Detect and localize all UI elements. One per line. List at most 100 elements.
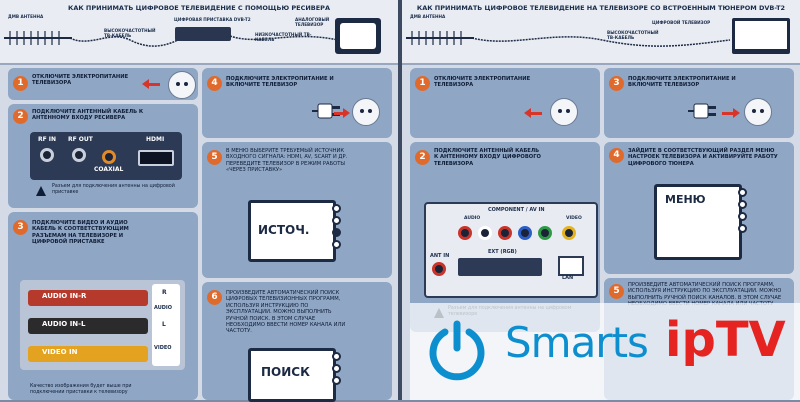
step-number: 2 (415, 150, 430, 165)
jack-white (478, 226, 492, 240)
ant-in-label: ANT IN (430, 253, 450, 259)
menu-screen-label: МЕНЮ (665, 193, 706, 206)
left-step6-card: 6 ПРОИЗВЕДИТЕ АВТОМАТИЧЕСКИЙ ПОИСК ЦИФРО… (202, 282, 392, 402)
r-label: R (162, 289, 167, 296)
menu-dot (332, 228, 341, 237)
arrow-icon (334, 112, 344, 115)
video-label: VIDEO (566, 216, 582, 221)
watermark-brand: Smarts (505, 318, 649, 367)
menu-dot (332, 216, 341, 225)
step-number: 4 (609, 148, 624, 163)
lf-cable (230, 35, 339, 41)
ant-in-jack (432, 262, 446, 276)
arrow-up-icon (36, 186, 46, 196)
lan-label: LAN (562, 275, 574, 281)
step-text: ОТКЛЮЧИТЕ ЭЛЕКТРОПИТАНИЕ ТЕЛЕВИЗОРА (434, 76, 531, 89)
menu-dot (738, 188, 747, 197)
scart-port (458, 258, 542, 276)
hdmi-label: HDMI (146, 136, 165, 143)
video-label: VIDEO IN (42, 348, 78, 356)
audio-l-label: AUDIO IN-L (42, 320, 86, 328)
power-icon (429, 320, 485, 381)
hf-cable-label: ВЫСОКОЧАСТОТНЫЙ ТВ-КАБЕЛЬ (607, 30, 659, 40)
step3-note: Качество изображения будет выше при подк… (30, 384, 132, 396)
audio-r-label: AUDIO IN-R (42, 292, 87, 300)
receiver-label: ЦИФРОВАЯ ПРИСТАВКА DVB-T2 (174, 17, 251, 22)
audio-l-cable (28, 318, 148, 334)
right-header-title: КАК ПРИНИМАТЬ ЦИФРОВОЕ ТЕЛЕВИДЕНИЕ НА ТЕ… (416, 4, 786, 12)
arrow-icon (722, 112, 734, 115)
menu-dot (332, 240, 341, 249)
step-number: 6 (207, 290, 222, 305)
step-number: 5 (207, 150, 222, 165)
hf-cable-label: ВЫСОКОЧАСТОТНЫЙ ТВ-КАБЕЛЬ (104, 28, 156, 38)
rf-in-label: RF IN (38, 136, 57, 143)
step-text: В МЕНЮ ВЫБЕРИТЕ ТРЕБУЕМЫЙ ИСТОЧНИК ВХОДН… (226, 148, 348, 174)
step-number: 4 (207, 76, 222, 91)
menu-dot (738, 212, 747, 221)
step-number: 1 (415, 76, 430, 91)
left-step2-card: 2 ПОДКЛЮЧИТЕ АНТЕННЫЙ КАБЕЛЬ К АНТЕННОМУ… (8, 104, 198, 208)
antenna-label: ДМВ АНТЕННА (8, 14, 44, 19)
antenna-label: ДМВ АНТЕННА (410, 14, 446, 19)
menu-dot (738, 200, 747, 209)
left-step1-card: 1 ОТКЛЮЧИТЕ ЭЛЕКТРОПИТАНИЕ ТЕЛЕВИЗОРА (8, 68, 198, 100)
plug-icon (688, 103, 716, 119)
digital-tv-icon (732, 18, 790, 54)
rf-in-jack (40, 148, 54, 162)
step-text: ПОДКЛЮЧИТЕ АНТЕННЫЙ КАБЕЛЬ К АНТЕННОМУ В… (434, 148, 541, 167)
source-screen: ИСТОЧ. (248, 200, 336, 262)
antenna-icon (406, 31, 474, 45)
arrow-icon (142, 79, 160, 89)
menu-dot (332, 204, 341, 213)
left-step4-card: 4 ПОДКЛЮЧИТЕ ЭЛЕКТРОПИТАНИЕ И ВКЛЮЧИТЕ Т… (202, 68, 392, 138)
av-panel: AUDIO IN-R AUDIO IN-L VIDEO IN R AUDIO L… (20, 280, 185, 370)
audio-label: AUDIO (154, 305, 173, 311)
analog-tv-label: АНАЛОГОВЫЙ ТЕЛЕВИЗОР (295, 17, 330, 27)
step-text: ПОДКЛЮЧИТЕ ЭЛЕКТРОПИТАНИЕ И ВКЛЮЧИТЕ ТЕЛ… (226, 76, 334, 89)
coaxial-label: COAXIAL (94, 166, 124, 173)
audio-label: AUDIO (464, 216, 481, 221)
jack-blue (518, 226, 532, 240)
lf-cable-label: НИЗКОЧАСТОТНЫЙ ТВ-КАБЕЛЬ (255, 32, 312, 42)
watermark-brand-tv: ipTV (665, 312, 786, 368)
right-step2-card: 2 ПОДКЛЮЧИТЕ АНТЕННЫЙ КАБЕЛЬ К АНТЕННОМУ… (410, 142, 600, 332)
step2-note: Разъем для подключения антенны на цифров… (52, 184, 175, 196)
av-side-strip: R AUDIO L VIDEO (152, 284, 180, 366)
l-label: L (162, 321, 166, 328)
panel-divider (398, 0, 402, 400)
jack-green (538, 226, 552, 240)
step-number: 5 (609, 284, 624, 299)
hf-cable (70, 36, 179, 47)
left-step3-card: 3 ПОДКЛЮЧИТЕ ВИДЕО И АУДИО КАБЕЛЬ К СООТ… (8, 212, 198, 400)
search-screen-label: ПОИСК (261, 365, 310, 379)
analog-tv-icon (335, 18, 381, 54)
video-short-label: VIDEO (154, 345, 172, 351)
step-text: ПОДКЛЮЧИТЕ ВИДЕО И АУДИО КАБЕЛЬ К СООТВЕ… (32, 220, 129, 246)
right-step3-card: 3 ПОДКЛЮЧИТЕ ЭЛЕКТРОПИТАНИЕ И ВКЛЮЧИТЕ Т… (604, 68, 794, 138)
right-step1-card: 1 ОТКЛЮЧИТЕ ЭЛЕКТРОПИТАНИЕ ТЕЛЕВИЗОРА (410, 68, 600, 138)
receiver-back-panel: RF IN RF OUT COAXIAL HDMI (30, 132, 182, 180)
left-step5-card: 5 В МЕНЮ ВЫБЕРИТЕ ТРЕБУЕМЫЙ ИСТОЧНИК ВХО… (202, 142, 392, 278)
step-text: ПОДКЛЮЧИТЕ АНТЕННЫЙ КАБЕЛЬ К АНТЕННОМУ В… (32, 109, 144, 122)
search-screen: ПОИСК (248, 348, 336, 402)
left-header: КАК ПРИНИМАТЬ ЦИФРОВОЕ ТЕЛЕВИДЕНИЕ С ПОМ… (0, 0, 398, 65)
socket-icon (168, 71, 196, 99)
coaxial-jack (102, 150, 116, 164)
socket-icon (744, 98, 772, 126)
right-header: КАК ПРИНИМАТЬ ЦИФРОВОЕ ТЕЛЕВИДЕНИЕ НА ТЕ… (402, 0, 800, 65)
step-text: ЗАЙДИТЕ В СООТВЕТСТВУЮЩИЙ РАЗДЕЛ МЕНЮ НА… (628, 148, 778, 167)
tv-back-panel: COMPONENT / AV IN AUDIO VIDEO ANT IN EXT… (424, 202, 598, 298)
menu-dot (332, 376, 341, 385)
digital-tv-label: ЦИФРОВОЙ ТЕЛЕВИЗОР (652, 20, 711, 25)
step-number: 3 (609, 76, 624, 91)
step-text: ОТКЛЮЧИТЕ ЭЛЕКТРОПИТАНИЕ ТЕЛЕВИЗОРА (32, 74, 129, 87)
watermark-background (410, 303, 800, 400)
component-label: COMPONENT / AV IN (488, 207, 545, 213)
socket-icon (352, 98, 380, 126)
jack-yellow (562, 226, 576, 240)
receiver-box (175, 27, 231, 41)
socket-icon (550, 98, 578, 126)
ext-label: EXT (RGB) (488, 249, 517, 255)
left-header-title: КАК ПРИНИМАТЬ ЦИФРОВОЕ ТЕЛЕВИДЕНИЕ С ПОМ… (68, 4, 330, 12)
